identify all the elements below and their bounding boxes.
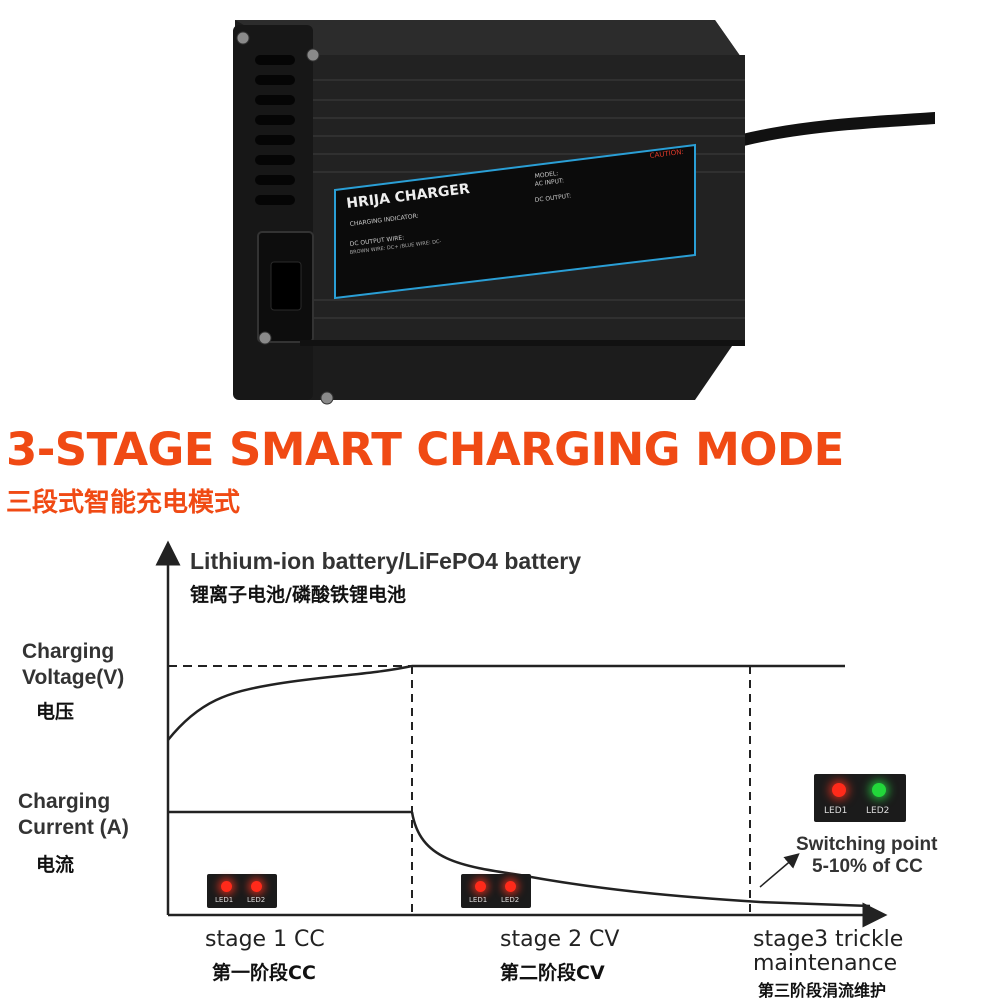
voltage-label-cn: 电压 [36, 701, 75, 723]
led2-label: LED2 [866, 806, 890, 816]
battery-type-title: Lithium-ion battery/LiFePO4 battery [190, 548, 582, 574]
voltage-curve [167, 664, 413, 741]
stage2-label: stage 2 CV [500, 927, 620, 952]
led1-red-icon [221, 881, 232, 892]
switching-point-label: Switching point [796, 834, 938, 855]
led1-label: LED1 [824, 806, 848, 816]
page-title: 3-STAGE SMART CHARGING MODE [6, 423, 844, 476]
led2-green-icon [872, 783, 886, 797]
led1-red-icon [832, 783, 846, 797]
switching-point-value: 5-10% of CC [812, 856, 923, 877]
stage1-label-cn: 第一阶段CC [212, 962, 316, 984]
led-indicator-stage1: LED1 LED2 [207, 874, 277, 908]
current-label-line2: Current (A) [18, 816, 129, 839]
voltage-label-line1: Charging [22, 640, 115, 663]
current-label-cn: 电流 [36, 854, 75, 876]
charger-photo: HRIJA CHARGER CAUTION: MODEL: AC INPUT: … [233, 20, 935, 405]
current-curve [410, 811, 871, 908]
stage2-label-cn: 第二阶段CV [500, 962, 605, 984]
led2-red-icon [505, 881, 516, 892]
page-subtitle: 三段式智能充电模式 [6, 488, 241, 518]
led1-red-icon [475, 881, 486, 892]
stage1-label: stage 1 CC [205, 927, 325, 952]
led1-label: LED1 [215, 896, 234, 904]
led-indicator-stage3: LED1 LED2 [814, 774, 906, 822]
switching-point-arrow [759, 853, 800, 888]
battery-type-title-cn: 锂离子电池/磷酸铁锂电池 [190, 584, 406, 606]
led2-red-icon [251, 881, 262, 892]
model-text: MODEL: [534, 170, 558, 180]
charging-curve-diagram [155, 540, 888, 928]
stage3-label-line2: maintenance [753, 951, 898, 976]
led2-label: LED2 [247, 896, 266, 904]
voltage-label-line2: Voltage(V) [22, 666, 125, 689]
ac-input-text: AC INPUT: [534, 177, 564, 188]
led2-label: LED2 [501, 896, 520, 904]
dc-output-text: DC OUTPUT: [534, 193, 571, 204]
led-indicator-stage2: LED1 LED2 [461, 874, 531, 908]
current-label-line1: Charging [18, 790, 111, 813]
stage3-label-line1: stage3 trickle [753, 927, 904, 952]
stage3-label-cn: 第三阶段涓流维护 [758, 981, 887, 1000]
led1-label: LED1 [469, 896, 488, 904]
